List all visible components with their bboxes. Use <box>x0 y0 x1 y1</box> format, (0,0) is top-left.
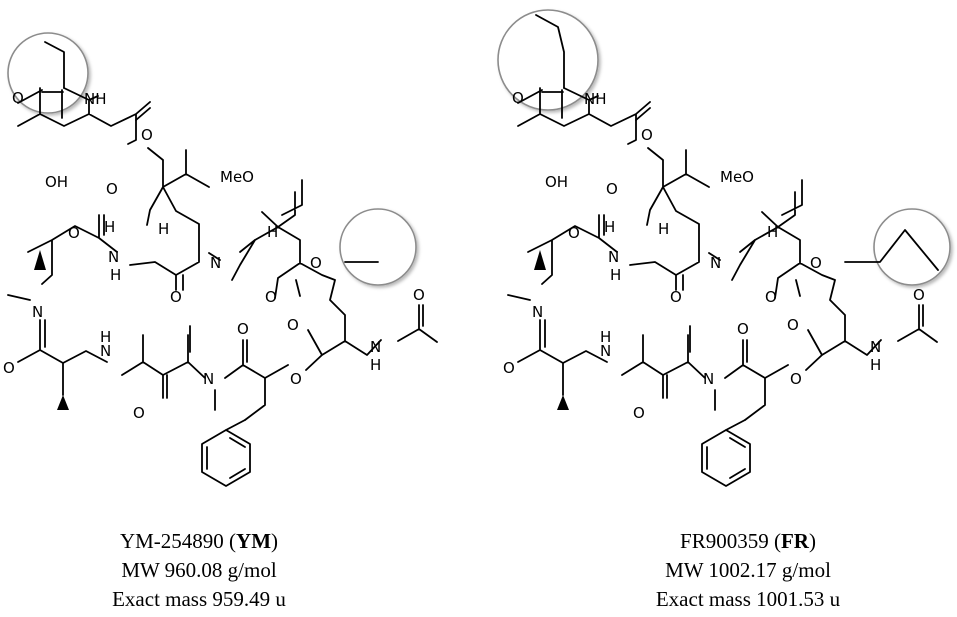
label-o8: O <box>133 404 145 422</box>
label-n-dhaa: N <box>703 370 714 388</box>
caption-fr: FR900359 (FR) MW 1002.17 g/mol Exact mas… <box>568 527 928 614</box>
acetyl-bonds <box>17 41 65 104</box>
label-o9: O <box>737 320 749 338</box>
label-o-ester: O <box>106 180 118 198</box>
label-o10: O <box>787 316 799 334</box>
label-o5: O <box>765 288 777 306</box>
label-o1: O <box>12 89 24 107</box>
label-o4: O <box>170 288 182 306</box>
label-o7: O <box>3 359 15 377</box>
label-nh-ala: N <box>108 248 119 266</box>
label-o3: O <box>568 224 580 242</box>
exact-mass-ym: Exact mass 959.49 u <box>112 587 286 611</box>
highlight-ethyl <box>873 208 951 286</box>
label-h-meo: H <box>767 223 778 241</box>
label-h-nh-lower: H <box>600 328 611 346</box>
label-h-right: H <box>158 220 169 238</box>
label-oh: OH <box>545 173 568 191</box>
label-o1: O <box>512 89 524 107</box>
label-o2: O <box>141 126 153 144</box>
label-nh-right: N <box>370 338 381 356</box>
structure-ym: O NH OH O O H H MeO H O N H O N O O N O … <box>3 32 438 487</box>
label-h-nh-right: H <box>870 356 881 374</box>
label-o-lower: O <box>790 370 802 388</box>
label-nh-lower: N <box>600 342 611 360</box>
label-o6: O <box>310 254 322 272</box>
label-meo: MeO <box>220 168 254 186</box>
label-n-dhaa: N <box>203 370 214 388</box>
label-o8: O <box>633 404 645 422</box>
label-o-lower: O <box>290 370 302 388</box>
label-o6: O <box>810 254 822 272</box>
label-meo: MeO <box>720 168 754 186</box>
molecular-weight-fr: MW 1002.17 g/mol <box>665 558 831 582</box>
label-n-ala2: N <box>532 303 543 321</box>
propionyl-bonds <box>517 14 565 104</box>
molecular-weight-ym: MW 960.08 g/mol <box>121 558 277 582</box>
label-o3: O <box>68 224 80 242</box>
label-h-right: H <box>658 220 669 238</box>
label-h-nh-ala: H <box>110 266 121 284</box>
label-nh-top: NH <box>84 90 107 108</box>
label-o-ester: O <box>606 180 618 198</box>
highlight-acetyl <box>7 32 89 114</box>
label-oh: OH <box>45 173 68 191</box>
label-n-me-val: N <box>710 254 721 272</box>
label-nh-right: N <box>870 338 881 356</box>
label-h-left: H <box>604 218 615 236</box>
label-o11: O <box>913 286 925 304</box>
highlight-methyl <box>339 208 417 286</box>
compound-name-fr: FR900359 (FR) <box>680 529 816 553</box>
caption-ym: YM-254890 (YM) MW 960.08 g/mol Exact mas… <box>19 527 379 614</box>
label-o9: O <box>237 320 249 338</box>
label-h-nh-ala: H <box>610 266 621 284</box>
label-o4: O <box>670 288 682 306</box>
label-o7: O <box>503 359 515 377</box>
label-h-meo: H <box>267 223 278 241</box>
label-h-left: H <box>104 218 115 236</box>
label-o11: O <box>413 286 425 304</box>
label-o5: O <box>265 288 277 306</box>
exact-mass-fr: Exact mass 1001.53 u <box>655 587 841 611</box>
label-o10: O <box>287 316 299 334</box>
label-h-nh-lower: H <box>100 328 111 346</box>
label-n-me-val: N <box>210 254 221 272</box>
highlight-propionyl <box>497 9 599 111</box>
label-h-nh-right: H <box>370 356 381 374</box>
compound-name-ym: YM-254890 (YM) <box>119 529 279 553</box>
label-o2: O <box>641 126 653 144</box>
label-nh-top: NH <box>584 90 607 108</box>
label-n-ala2: N <box>32 303 43 321</box>
structure-fr: O NH OH O O H H MeO H O N H O N O O N O … <box>497 9 951 487</box>
label-nh-ala: N <box>608 248 619 266</box>
label-nh-lower: N <box>100 342 111 360</box>
ethyl-bonds <box>844 229 939 271</box>
